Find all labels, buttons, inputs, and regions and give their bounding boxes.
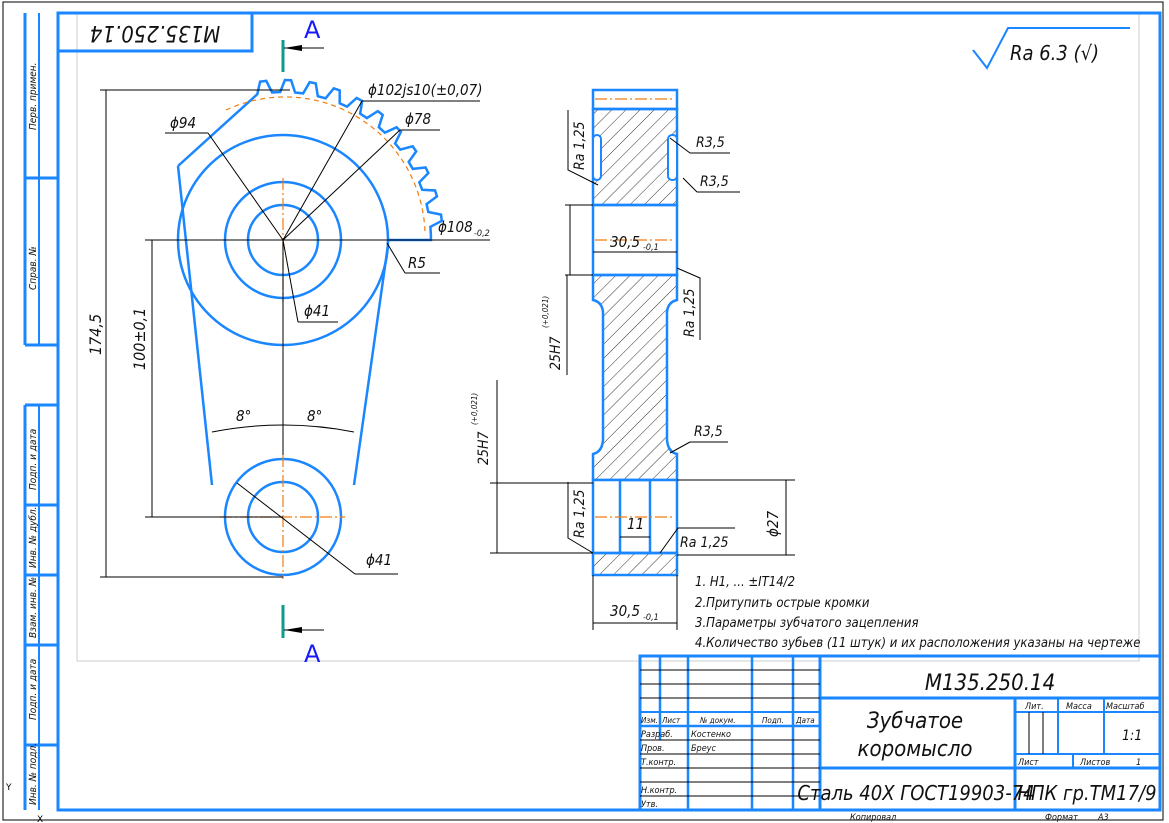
- dim-root: ϕ94: [170, 114, 196, 132]
- technical-notes: 1. H1, ... ±IT14/2 2.Притупить острые кр…: [695, 575, 1140, 651]
- angle-right: 8°: [307, 407, 322, 425]
- col-header-doc: № докум.: [699, 716, 735, 725]
- name-2: Бреус: [691, 744, 716, 754]
- left-strip: Перв. примен. Справ. № Подп. и дата Инв.…: [23, 13, 58, 810]
- format-value: А3: [1097, 813, 1109, 823]
- strip-label-7: Инв. № подл.: [28, 743, 39, 805]
- r-lower: R3,5: [694, 424, 723, 440]
- axis-y-label: Y: [5, 783, 12, 793]
- ra-middle: Ra 1,25: [682, 288, 698, 337]
- roughness-mark: Ra 6.3 (√): [972, 27, 1130, 70]
- pitch-circle: [225, 96, 426, 233]
- strip-label-4: Инв. № дубл.: [27, 506, 39, 568]
- copied-label: Копировал: [850, 813, 896, 823]
- sheets-label: Листов: [1079, 758, 1110, 768]
- section-mark-bottom: A: [281, 605, 324, 668]
- part-name-line1: Зубчатое: [867, 709, 963, 734]
- col-header-date: Дата: [795, 716, 815, 725]
- roughness-general: Ra 6.3 (√): [1010, 41, 1099, 65]
- dim-lower-bore: ϕ41: [366, 551, 392, 569]
- dia-27: ϕ27: [764, 511, 782, 537]
- role-1: Разраб.: [641, 730, 673, 740]
- designation: М135.250.14: [925, 671, 1055, 696]
- title-block: Изм. Лист № докум. Подп. Дата Разраб. Ко…: [638, 654, 1162, 812]
- note-3: 3.Параметры зубчатого зацепления: [695, 616, 918, 631]
- part-name-line2: коромысло: [858, 737, 973, 762]
- bore-lower-tol: (+0,021): [470, 393, 479, 425]
- note-2: 2.Притупить острые кромки: [695, 596, 870, 611]
- dim-outer: ϕ102js10(±0,07): [368, 81, 482, 99]
- mass-label: Масса: [1066, 702, 1092, 712]
- dim-tip: ϕ108: [438, 218, 473, 236]
- ra-upper-left: Ra 1,25: [572, 121, 588, 170]
- width-top: 30,5: [610, 233, 640, 251]
- role-6: Утв.: [641, 800, 658, 810]
- body-left-edge: [176, 165, 214, 486]
- r-upper-1: R3,5: [696, 135, 725, 151]
- r-upper-2: R3,5: [700, 174, 729, 190]
- sheet-label: Лист: [1017, 758, 1039, 768]
- strip-label-6: Подп. и дата: [28, 659, 39, 720]
- organization: НПК гр.ТМ17/9: [1017, 781, 1156, 805]
- scale-value: 1:1: [1122, 728, 1142, 744]
- strip-label-5: Взам. инв. №: [28, 577, 39, 638]
- name-1: Костенко: [691, 730, 731, 740]
- rotated-code: M135.250.14: [90, 20, 220, 45]
- col-header-sign: Подп.: [762, 716, 784, 725]
- format-label: Формат: [1045, 813, 1078, 823]
- bore-upper-tol: (+0,021): [541, 296, 550, 328]
- gear-teeth: [177, 78, 444, 242]
- dim-total-height: 174,5: [86, 314, 105, 355]
- dim-fillet: R5: [408, 254, 426, 272]
- note-4: 4.Количество зубьев (11 штук) и их распо…: [695, 636, 1140, 651]
- gear-view: 174,5 100±0,1 ϕ94 ϕ102js10(±0,07) ϕ78 ϕ1…: [86, 78, 490, 579]
- section-label-top: A: [304, 16, 321, 44]
- groove-width: 11: [627, 515, 644, 533]
- sheets-value: 1: [1136, 758, 1141, 768]
- dim-hub-bore: ϕ41: [304, 302, 330, 320]
- axis-x-label: X: [37, 815, 43, 823]
- strip-label-3: Подп. и дата: [28, 429, 39, 490]
- width-bottom-tol: -0,1: [643, 613, 659, 623]
- ra-lower-right: Ra 1,25: [680, 535, 729, 551]
- bore-upper: 25H7: [548, 336, 564, 370]
- section-view: 30,5 -0,1 25H7 (+0,021) 25H7 (+0,021) 11…: [470, 88, 795, 630]
- angle-left: 8°: [236, 407, 251, 425]
- role-2: Пров.: [641, 744, 665, 754]
- width-top-tol: -0,1: [643, 243, 659, 253]
- note-1: 1. H1, ... ±IT14/2: [695, 575, 795, 590]
- bore-lower: 25H7: [476, 431, 492, 465]
- col-header-list: Лист: [661, 716, 681, 725]
- scale-label: Масштаб: [1106, 702, 1144, 712]
- section-mark-top: A: [281, 16, 324, 72]
- width-bottom: 30,5: [610, 602, 640, 620]
- strip-label-1: Перв. примен.: [28, 62, 39, 130]
- role-5: Н.контр.: [641, 786, 677, 796]
- role-3: Т.контр.: [641, 758, 676, 768]
- origin-axes: Y X: [2, 783, 43, 823]
- material: Сталь 40Х ГОСТ19903-74: [797, 781, 1034, 805]
- lit-label: Лит.: [1024, 702, 1044, 712]
- ra-lower-left: Ra 1,25: [572, 489, 588, 538]
- dim-center-distance: 100±0,1: [130, 308, 149, 370]
- section-label-bottom: A: [304, 640, 321, 668]
- rotated-code-box: [56, 11, 254, 53]
- dim-hub-outer: ϕ78: [405, 110, 431, 128]
- strip-label-2: Справ. №: [28, 246, 39, 290]
- body-right-edge: [352, 244, 390, 486]
- col-header-izm: Изм.: [641, 716, 658, 725]
- dim-tip-tol: -0,2: [474, 229, 490, 239]
